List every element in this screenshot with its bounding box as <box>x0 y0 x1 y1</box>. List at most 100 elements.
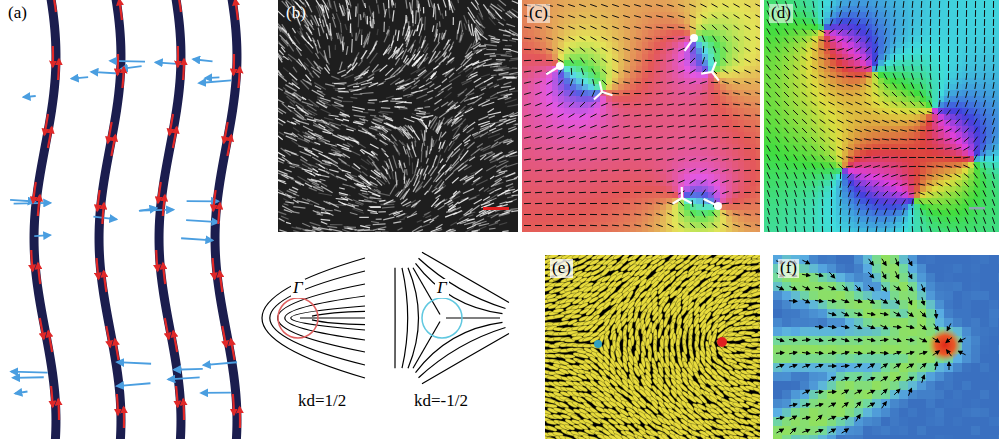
filament-streak <box>444 146 448 153</box>
filament-streak <box>486 49 497 50</box>
filament-streak <box>365 132 375 137</box>
color-cell <box>696 54 703 61</box>
color-cell <box>750 48 757 55</box>
color-cell <box>600 6 607 13</box>
color-cell <box>552 30 559 37</box>
filament-streak <box>443 39 450 49</box>
color-cell <box>624 48 631 55</box>
filament-streak <box>404 163 405 168</box>
color-cell <box>750 24 757 31</box>
filament-streak <box>381 107 390 109</box>
filament-streak <box>363 38 368 47</box>
filament-streak <box>424 17 426 31</box>
filament-streak <box>348 64 351 68</box>
filament-streak <box>427 218 437 221</box>
filament-streak <box>458 165 467 172</box>
motor-arrow <box>111 135 115 156</box>
filament-streak <box>479 226 487 229</box>
color-cell <box>702 18 709 25</box>
filament-streak <box>281 148 291 155</box>
color-cell <box>612 18 619 25</box>
filament-streak <box>496 156 506 159</box>
filament-streak <box>492 129 502 133</box>
filament-streak <box>414 137 416 142</box>
color-cell <box>564 18 571 25</box>
filament <box>215 0 237 439</box>
filament-streak <box>298 134 304 138</box>
filament-streak <box>434 200 445 206</box>
color-cell <box>660 54 667 61</box>
color-cell <box>534 36 541 43</box>
filament-streak <box>430 0 433 8</box>
filament-streak <box>435 94 440 97</box>
filament-streak <box>359 217 369 218</box>
filament-streak <box>327 3 329 13</box>
filament-streak <box>288 54 297 61</box>
filament-streak <box>310 222 321 226</box>
filament-streak <box>486 97 498 100</box>
filament-streak <box>491 4 502 12</box>
color-cell <box>666 18 673 25</box>
filament-streak <box>378 229 385 231</box>
flow-arrow <box>203 362 237 365</box>
filament-streak <box>369 153 377 158</box>
filament-streak <box>475 81 486 87</box>
filament-streak <box>394 141 398 145</box>
color-cell <box>678 36 685 43</box>
filament-streak <box>404 169 405 179</box>
filament-streak <box>367 48 375 58</box>
filament-streak <box>365 225 370 227</box>
filament-streak <box>399 219 405 221</box>
color-cell <box>540 48 547 55</box>
color-cell <box>546 48 553 55</box>
filament-streak <box>340 34 342 45</box>
filament-streak <box>278 21 283 29</box>
flow-arrow <box>93 217 116 220</box>
filament-streak <box>454 143 462 150</box>
filament-streak <box>509 40 516 41</box>
filament-streak <box>448 101 453 105</box>
filament-streak <box>418 1 421 11</box>
filament-streak <box>342 230 353 232</box>
filament-streak <box>460 96 467 103</box>
filament-streak <box>405 79 410 82</box>
color-cell <box>654 30 661 37</box>
filament-streak <box>506 13 512 18</box>
color-cell <box>678 42 685 49</box>
filament-streak <box>446 107 456 112</box>
filament-streak <box>279 50 283 55</box>
color-cell <box>552 6 559 13</box>
flow-arrow <box>10 200 35 202</box>
filament-streak <box>373 227 386 230</box>
flow-arrow <box>193 59 212 61</box>
filament-streak <box>331 146 342 153</box>
filament-streak <box>476 38 479 44</box>
filament-streak <box>357 230 369 231</box>
color-cell <box>522 42 529 49</box>
color-cell <box>546 54 553 61</box>
filament-streak <box>480 34 488 40</box>
filament-streak <box>309 180 319 185</box>
filament-streak <box>489 116 495 118</box>
color-cell <box>582 30 589 37</box>
motor-arrow <box>108 122 112 143</box>
filament-streak <box>380 140 388 145</box>
orientation-map <box>522 0 763 235</box>
color-cell <box>702 6 709 13</box>
filament-streak <box>295 114 305 120</box>
color-cell <box>696 18 703 25</box>
filament-streak <box>415 187 421 192</box>
filament-streak <box>436 195 441 198</box>
filament-streak <box>279 218 285 221</box>
color-cell <box>606 30 613 37</box>
filament-streak <box>506 179 517 182</box>
filament-streak <box>428 185 432 192</box>
filament <box>159 0 181 439</box>
color-cell <box>570 42 577 49</box>
filament-streak <box>360 93 374 94</box>
filament-streak <box>293 42 302 51</box>
filament-streak <box>473 38 476 45</box>
motor-arrow <box>51 386 53 407</box>
filament-streak <box>458 154 462 157</box>
motor-arrow <box>38 263 40 284</box>
